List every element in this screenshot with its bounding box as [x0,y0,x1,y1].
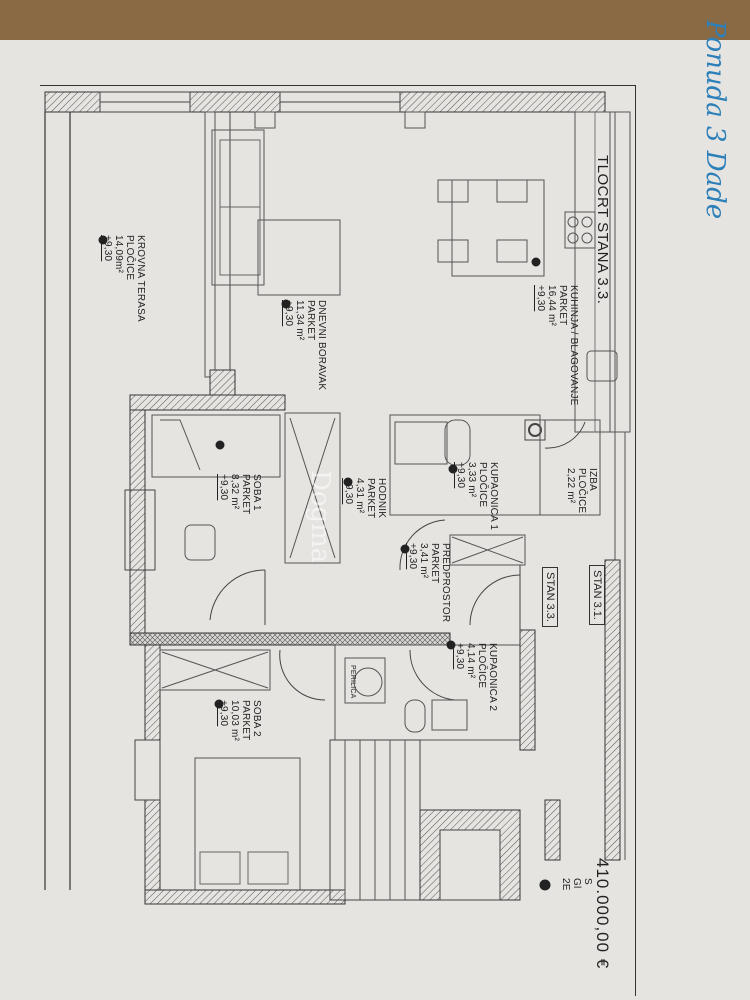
price-label: 410.000,00 € [593,858,612,970]
handwritten-note: Ponuda 3 Dade [700,20,730,220]
apartment-tag-3-3: STAN 3.3. [542,567,558,627]
drawing-title: TLOCRT STANA 3.3. [594,155,611,305]
apartment-tag-3-1: STAN 3.1. [589,565,605,625]
drawing-frame [40,85,636,996]
washer-label: PERILICA [349,665,356,699]
watermark: Dogma [305,470,335,564]
